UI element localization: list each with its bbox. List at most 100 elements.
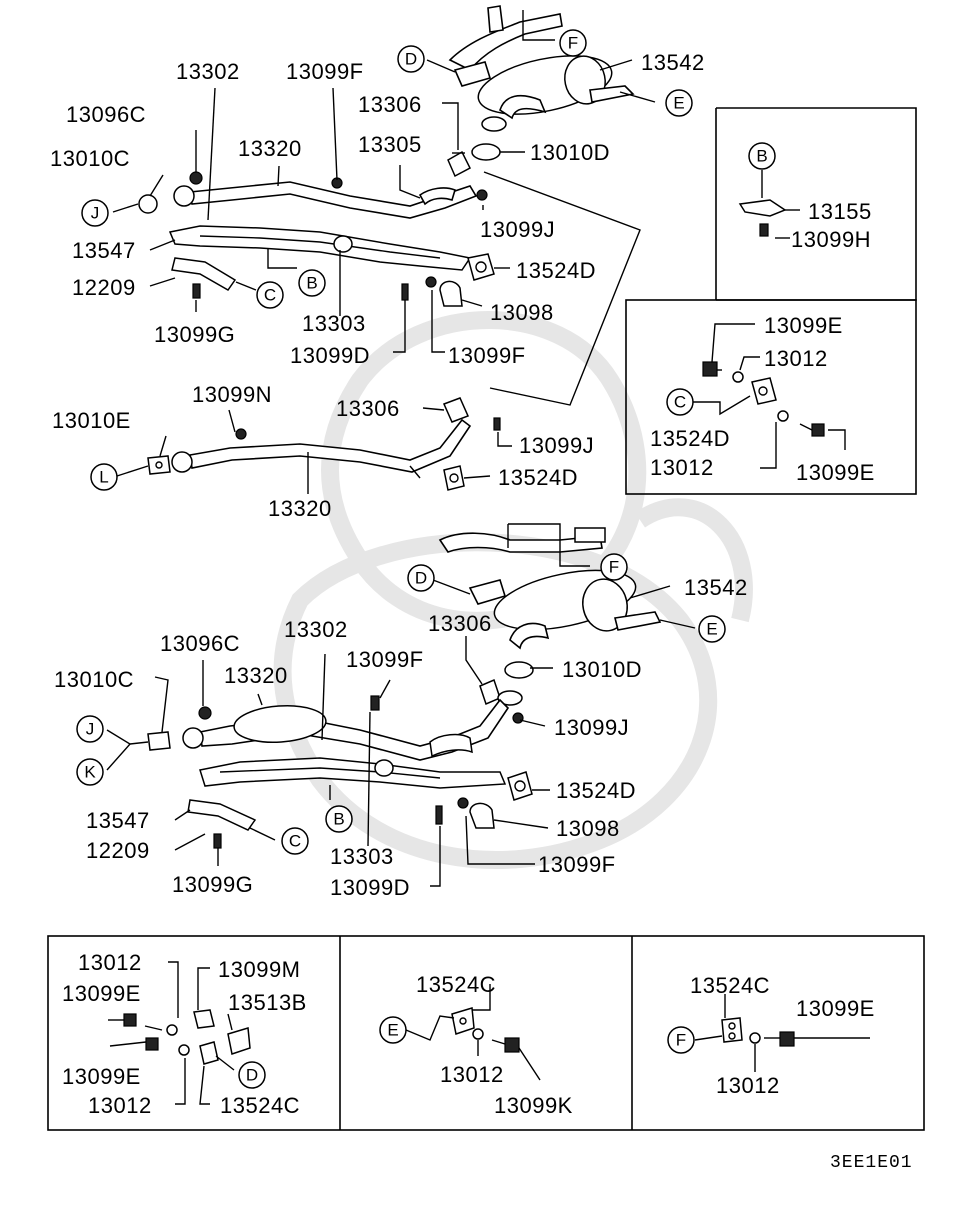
label-13096C: 13096C (66, 102, 146, 127)
svg-text:D: D (405, 50, 417, 69)
callout-B-bottom: B (325, 805, 353, 833)
label-13012-f: 13012 (716, 1073, 780, 1098)
label-13099H: 13099H (791, 227, 871, 252)
label-13099F-b: 13099F (448, 343, 526, 368)
label-13099E: 13099E (764, 313, 843, 338)
bottom-leader-lines (106, 523, 696, 887)
label-13306-c: 13306 (428, 611, 492, 636)
svg-text:E: E (387, 1021, 398, 1040)
label-13302-b: 13302 (284, 617, 348, 642)
callout-E-detail: E (379, 1016, 407, 1044)
detail-box-right (625, 299, 917, 495)
diagram-code: 3EE1E01 (830, 1153, 913, 1173)
callout-L-middle: L (90, 463, 118, 491)
label-13010C-b: 13010C (54, 667, 134, 692)
label-13155: 13155 (808, 199, 872, 224)
label-13099J-c: 13099J (554, 715, 629, 740)
callout-C-bottom: C (281, 827, 309, 855)
callout-F-top: F (559, 29, 587, 57)
callout-circles: D F E J B C B C L F D E J K B C D E F (76, 29, 776, 1089)
svg-text:J: J (86, 720, 95, 739)
callout-D-detail: D (238, 1061, 266, 1089)
svg-text:E: E (673, 94, 684, 113)
label-13012-b: 13012 (650, 455, 714, 480)
label-13099E-c: 13099E (62, 981, 141, 1006)
label-13099F: 13099F (286, 59, 364, 84)
bottom-detail-boxes (47, 935, 925, 1131)
label-13099J-b: 13099J (519, 433, 594, 458)
svg-text:C: C (674, 393, 686, 412)
svg-text:E: E (706, 620, 717, 639)
bottom-detail-box-1-drawing (108, 961, 251, 1105)
label-13012-d: 13012 (88, 1093, 152, 1118)
middle-leader-lines (116, 407, 512, 494)
label-13303-b: 13303 (330, 844, 394, 869)
svg-text:C: C (264, 286, 276, 305)
label-13096C-b: 13096C (160, 631, 240, 656)
label-13099E-e: 13099E (796, 996, 875, 1021)
part-number-labels: 13542 13302 13099F 13306 13096C 13320 13… (50, 50, 913, 1173)
label-13524C-c: 13524C (690, 973, 770, 998)
callout-D-bottom: D (407, 564, 435, 592)
label-13524D-b: 13524D (650, 426, 730, 451)
label-13306: 13306 (358, 92, 422, 117)
label-13547-b: 13547 (86, 808, 150, 833)
label-13010E: 13010E (52, 408, 131, 433)
callout-J-bottom: J (76, 715, 104, 743)
label-13524C-b: 13524C (416, 972, 496, 997)
callout-E-bottom: E (698, 615, 726, 643)
top-assembly-drawing (138, 5, 635, 307)
label-13099N: 13099N (192, 382, 272, 407)
label-12209: 12209 (72, 275, 136, 300)
label-13099F-c: 13099F (346, 647, 424, 672)
svg-text:B: B (306, 274, 317, 293)
svg-text:F: F (676, 1031, 686, 1050)
label-13524D-c: 13524D (498, 465, 578, 490)
label-13524C-a: 13524C (220, 1093, 300, 1118)
svg-text:B: B (333, 810, 344, 829)
svg-text:F: F (568, 34, 578, 53)
svg-text:D: D (246, 1066, 258, 1085)
callout-F-detail: F (667, 1026, 695, 1054)
label-13012-c: 13012 (78, 950, 142, 975)
label-13098-b: 13098 (556, 816, 620, 841)
label-13320-b: 13320 (268, 496, 332, 521)
label-13306-b: 13306 (336, 396, 400, 421)
label-13305: 13305 (358, 132, 422, 157)
label-13099K: 13099K (494, 1093, 573, 1118)
label-12209-b: 12209 (86, 838, 150, 863)
callout-K-bottom: K (76, 758, 104, 786)
label-13099M: 13099M (218, 957, 301, 982)
svg-text:K: K (84, 763, 96, 782)
label-13303: 13303 (302, 311, 366, 336)
label-13524D: 13524D (516, 258, 596, 283)
label-13320: 13320 (238, 136, 302, 161)
svg-text:L: L (99, 468, 108, 487)
svg-text:B: B (756, 147, 767, 166)
callout-J-top: J (81, 199, 109, 227)
label-13099G: 13099G (154, 322, 235, 347)
label-13547: 13547 (72, 238, 136, 263)
bottom-detail-box-2-drawing (405, 984, 541, 1081)
label-13524D-d: 13524D (556, 778, 636, 803)
callout-D-top: D (397, 45, 425, 73)
label-13099D: 13099D (290, 343, 370, 368)
label-13320-c: 13320 (224, 663, 288, 688)
callout-C-top: C (256, 281, 284, 309)
callout-B-top: B (298, 269, 326, 297)
label-13099J: 13099J (480, 217, 555, 242)
label-13012: 13012 (764, 346, 828, 371)
middle-pipe-drawing (147, 397, 501, 491)
bottom-detail-box-3-drawing (694, 994, 870, 1072)
label-13010C: 13010C (50, 146, 130, 171)
callout-B-box: B (748, 142, 776, 170)
label-13542-b: 13542 (684, 575, 748, 600)
callout-F-bottom: F (600, 553, 628, 581)
label-13099G-b: 13099G (172, 872, 253, 897)
svg-text:F: F (609, 558, 619, 577)
label-13010D: 13010D (530, 140, 610, 165)
label-13098: 13098 (490, 300, 554, 325)
svg-text:D: D (415, 569, 427, 588)
label-13099F-d: 13099F (538, 852, 616, 877)
